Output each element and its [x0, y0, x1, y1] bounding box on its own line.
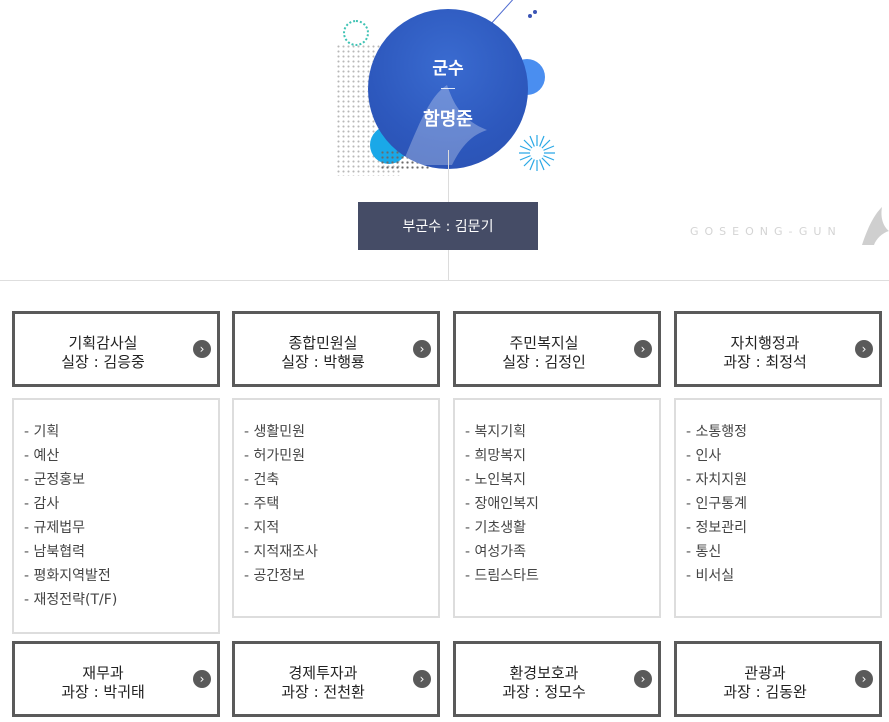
dept-chief: 실장 : 김정인 [502, 353, 586, 371]
dept-name: 관광과 [744, 664, 786, 682]
team-item[interactable]: 복지기획 [465, 420, 659, 444]
chevron-right-icon[interactable]: › [855, 670, 873, 688]
team-item[interactable]: 규제법무 [24, 516, 218, 540]
team-list-planning-audit: 기획 예산 군정홍보 감사 규제법무 남북협력 평화지역발전 재정전략(T/F) [12, 398, 220, 634]
chevron-right-icon[interactable]: › [413, 340, 431, 358]
dept-chief: 실장 : 김응중 [61, 353, 145, 371]
team-item[interactable]: 공간정보 [244, 564, 438, 588]
chevron-right-icon[interactable]: › [193, 670, 211, 688]
team-item[interactable]: 자치지원 [686, 468, 880, 492]
dept-card-environment[interactable]: 환경보호과 과장 : 정모수 › [453, 641, 661, 717]
dept-card-welfare[interactable]: 주민복지실 실장 : 김정인 › [453, 311, 661, 387]
team-list-civil-service: 생활민원 허가민원 건축 주택 지적 지적재조사 공간정보 [232, 398, 440, 618]
team-item[interactable]: 비서실 [686, 564, 880, 588]
team-item[interactable]: 통신 [686, 540, 880, 564]
divider [441, 88, 455, 89]
team-item[interactable]: 인구통계 [686, 492, 880, 516]
dept-chief: 과장 : 최정석 [723, 353, 807, 371]
team-item[interactable]: 지적재조사 [244, 540, 438, 564]
dept-card-tourism[interactable]: 관광과 과장 : 김동완 › [674, 641, 882, 717]
team-item[interactable]: 드림스타트 [465, 564, 659, 588]
chevron-right-icon[interactable]: › [634, 340, 652, 358]
team-item[interactable]: 여성가족 [465, 540, 659, 564]
decorative-burst-icon [519, 135, 555, 171]
dept-name: 종합민원실 [288, 334, 358, 352]
team-item[interactable]: 주택 [244, 492, 438, 516]
dept-name: 주민복지실 [509, 334, 579, 352]
dept-chief: 과장 : 정모수 [502, 683, 586, 701]
team-item[interactable]: 정보관리 [686, 516, 880, 540]
chevron-right-icon[interactable]: › [413, 670, 431, 688]
decorative-ring [343, 20, 369, 46]
head-of-county-circle: 군수 함명준 [368, 9, 528, 169]
dept-chief: 실장 : 박행룡 [281, 353, 365, 371]
team-item[interactable]: 건축 [244, 468, 438, 492]
team-item[interactable]: 생활민원 [244, 420, 438, 444]
dept-chief: 과장 : 전천환 [281, 683, 365, 701]
chevron-right-icon[interactable]: › [193, 340, 211, 358]
dept-name: 환경보호과 [509, 664, 579, 682]
dept-card-civil-service[interactable]: 종합민원실 실장 : 박행룡 › [232, 311, 440, 387]
dept-card-economic-investment[interactable]: 경제투자과 과장 : 전천환 › [232, 641, 440, 717]
dept-name: 기획감사실 [68, 334, 138, 352]
team-item[interactable]: 노인복지 [465, 468, 659, 492]
team-item[interactable]: 예산 [24, 444, 218, 468]
team-item[interactable]: 허가민원 [244, 444, 438, 468]
team-item[interactable]: 기획 [24, 420, 218, 444]
chevron-right-icon[interactable]: › [634, 670, 652, 688]
decorative-dot [528, 14, 532, 18]
team-item[interactable]: 희망복지 [465, 444, 659, 468]
team-item[interactable]: 소통행정 [686, 420, 880, 444]
head-name: 함명준 [423, 109, 473, 130]
org-chart-header: 군수 함명준 부군수 : 김문기 GOSEONG-GUN [0, 0, 889, 281]
team-item[interactable]: 남북협력 [24, 540, 218, 564]
dept-name: 재무과 [82, 664, 124, 682]
team-item[interactable]: 재정전략(T/F) [24, 588, 218, 612]
dept-chief: 과장 : 김동완 [723, 683, 807, 701]
head-title: 군수 [432, 59, 464, 79]
team-list-welfare: 복지기획 희망복지 노인복지 장애인복지 기초생활 여성가족 드림스타트 [453, 398, 661, 618]
mountain-watermark-icon [402, 85, 487, 165]
team-item[interactable]: 평화지역발전 [24, 564, 218, 588]
brand-text: GOSEONG-GUN [690, 225, 842, 238]
dept-chief: 과장 : 박귀태 [61, 683, 145, 701]
dept-card-planning-audit[interactable]: 기획감사실 실장 : 김응중 › [12, 311, 220, 387]
vice-head-label: 부군수 : 김문기 [402, 219, 494, 235]
dept-card-finance[interactable]: 재무과 과장 : 박귀태 › [12, 641, 220, 717]
team-item[interactable]: 군정홍보 [24, 468, 218, 492]
team-item[interactable]: 지적 [244, 516, 438, 540]
team-item[interactable]: 감사 [24, 492, 218, 516]
section-divider [0, 280, 889, 281]
vice-head-box: 부군수 : 김문기 [358, 202, 538, 250]
dept-name: 경제투자과 [288, 664, 358, 682]
dept-name: 자치행정과 [730, 334, 800, 352]
team-item[interactable]: 기초생활 [465, 516, 659, 540]
team-item[interactable]: 인사 [686, 444, 880, 468]
decorative-dot [533, 10, 537, 14]
goseong-logo-icon [862, 207, 889, 245]
team-list-administration: 소통행정 인사 자치지원 인구통계 정보관리 통신 비서실 [674, 398, 882, 618]
team-item[interactable]: 장애인복지 [465, 492, 659, 516]
chevron-right-icon[interactable]: › [855, 340, 873, 358]
dept-card-administration[interactable]: 자치행정과 과장 : 최정석 › [674, 311, 882, 387]
